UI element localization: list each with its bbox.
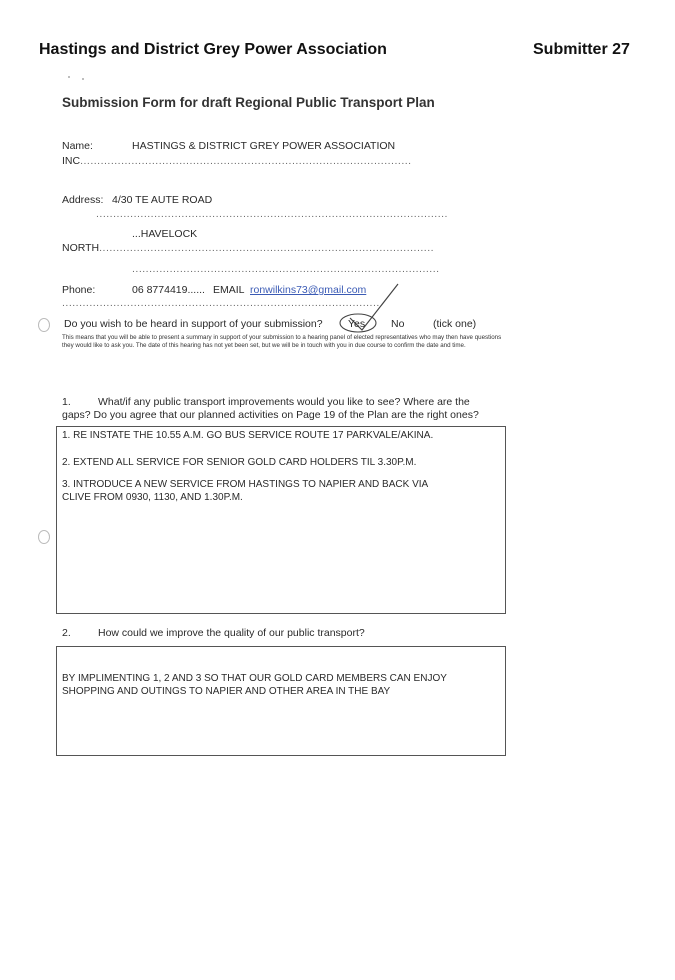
question-2-answer-box: [56, 646, 506, 756]
document-header-left: Hastings and District Grey Power Associa…: [39, 41, 387, 58]
heard-question: Do you wish to be heard in support of yo…: [64, 318, 323, 330]
question-1-answer-1: 1. RE INSTATE THE 10.55 A.M. GO BUS SERV…: [62, 430, 434, 441]
question-1-answer-box: [56, 426, 506, 614]
address-line1: 4/30 TE AUTE ROAD: [112, 194, 213, 206]
address-line3: NORTH...................................…: [62, 242, 435, 254]
address-line3-text: NORTH: [62, 242, 100, 254]
name-value: HASTINGS & DISTRICT GREY POWER ASSOCIATI…: [132, 140, 396, 152]
hole-punch-mark: [38, 530, 50, 544]
address-label: Address:: [62, 194, 104, 206]
name-value2: INC: [62, 155, 81, 167]
address-dotted-line: ........................................…: [96, 208, 448, 220]
question-1-answer-3-cont: CLIVE FROM 0930, 1130, AND 1.30P.M.: [62, 492, 243, 503]
email-value: ronwilkins73@gmail.com: [250, 284, 367, 296]
phone-dotted-line: ........................................…: [62, 297, 380, 309]
question-2-answer-line2: SHOPPING AND OUTINGS TO NAPIER AND OTHER…: [62, 686, 391, 697]
form-title: Submission Form for draft Regional Publi…: [62, 95, 435, 110]
circled-yes-mark-icon: [339, 313, 377, 333]
scan-speck: [68, 76, 70, 78]
hearing-note: This means that you will be able to pres…: [62, 334, 502, 349]
email-label: EMAIL: [213, 284, 245, 296]
hole-punch-mark: [38, 318, 50, 332]
tick-instruction: (tick one): [433, 318, 477, 330]
address-dotted-line: ........................................…: [132, 263, 440, 275]
question-1-number: 1.: [62, 396, 71, 408]
yes-option: Yes: [348, 318, 366, 330]
document-header-right: Submitter 27: [533, 41, 630, 58]
phone-value: 06 8774419......: [132, 284, 205, 296]
question-1-line2: gaps? Do you agree that our planned acti…: [62, 409, 479, 421]
no-option: No: [391, 318, 405, 330]
question-2-answer-line1: BY IMPLIMENTING 1, 2 AND 3 SO THAT OUR G…: [62, 673, 447, 684]
phone-label: Phone:: [62, 284, 96, 296]
question-1-answer-3: 3. INTRODUCE A NEW SERVICE FROM HASTINGS…: [62, 479, 429, 490]
question-2-number: 2.: [62, 627, 71, 639]
question-1-line1: What/if any public transport improvement…: [98, 396, 470, 408]
name-label: Name:: [62, 140, 93, 152]
address-line2: ...HAVELOCK: [132, 228, 198, 240]
name-value-line2: INC.....................................…: [62, 155, 412, 167]
tick-mark-icon: [349, 283, 399, 331]
question-1-answer-2: 2. EXTEND ALL SERVICE FOR SENIOR GOLD CA…: [62, 457, 417, 468]
scan-speck: [82, 78, 84, 80]
question-2-text: How could we improve the quality of our …: [98, 627, 365, 639]
